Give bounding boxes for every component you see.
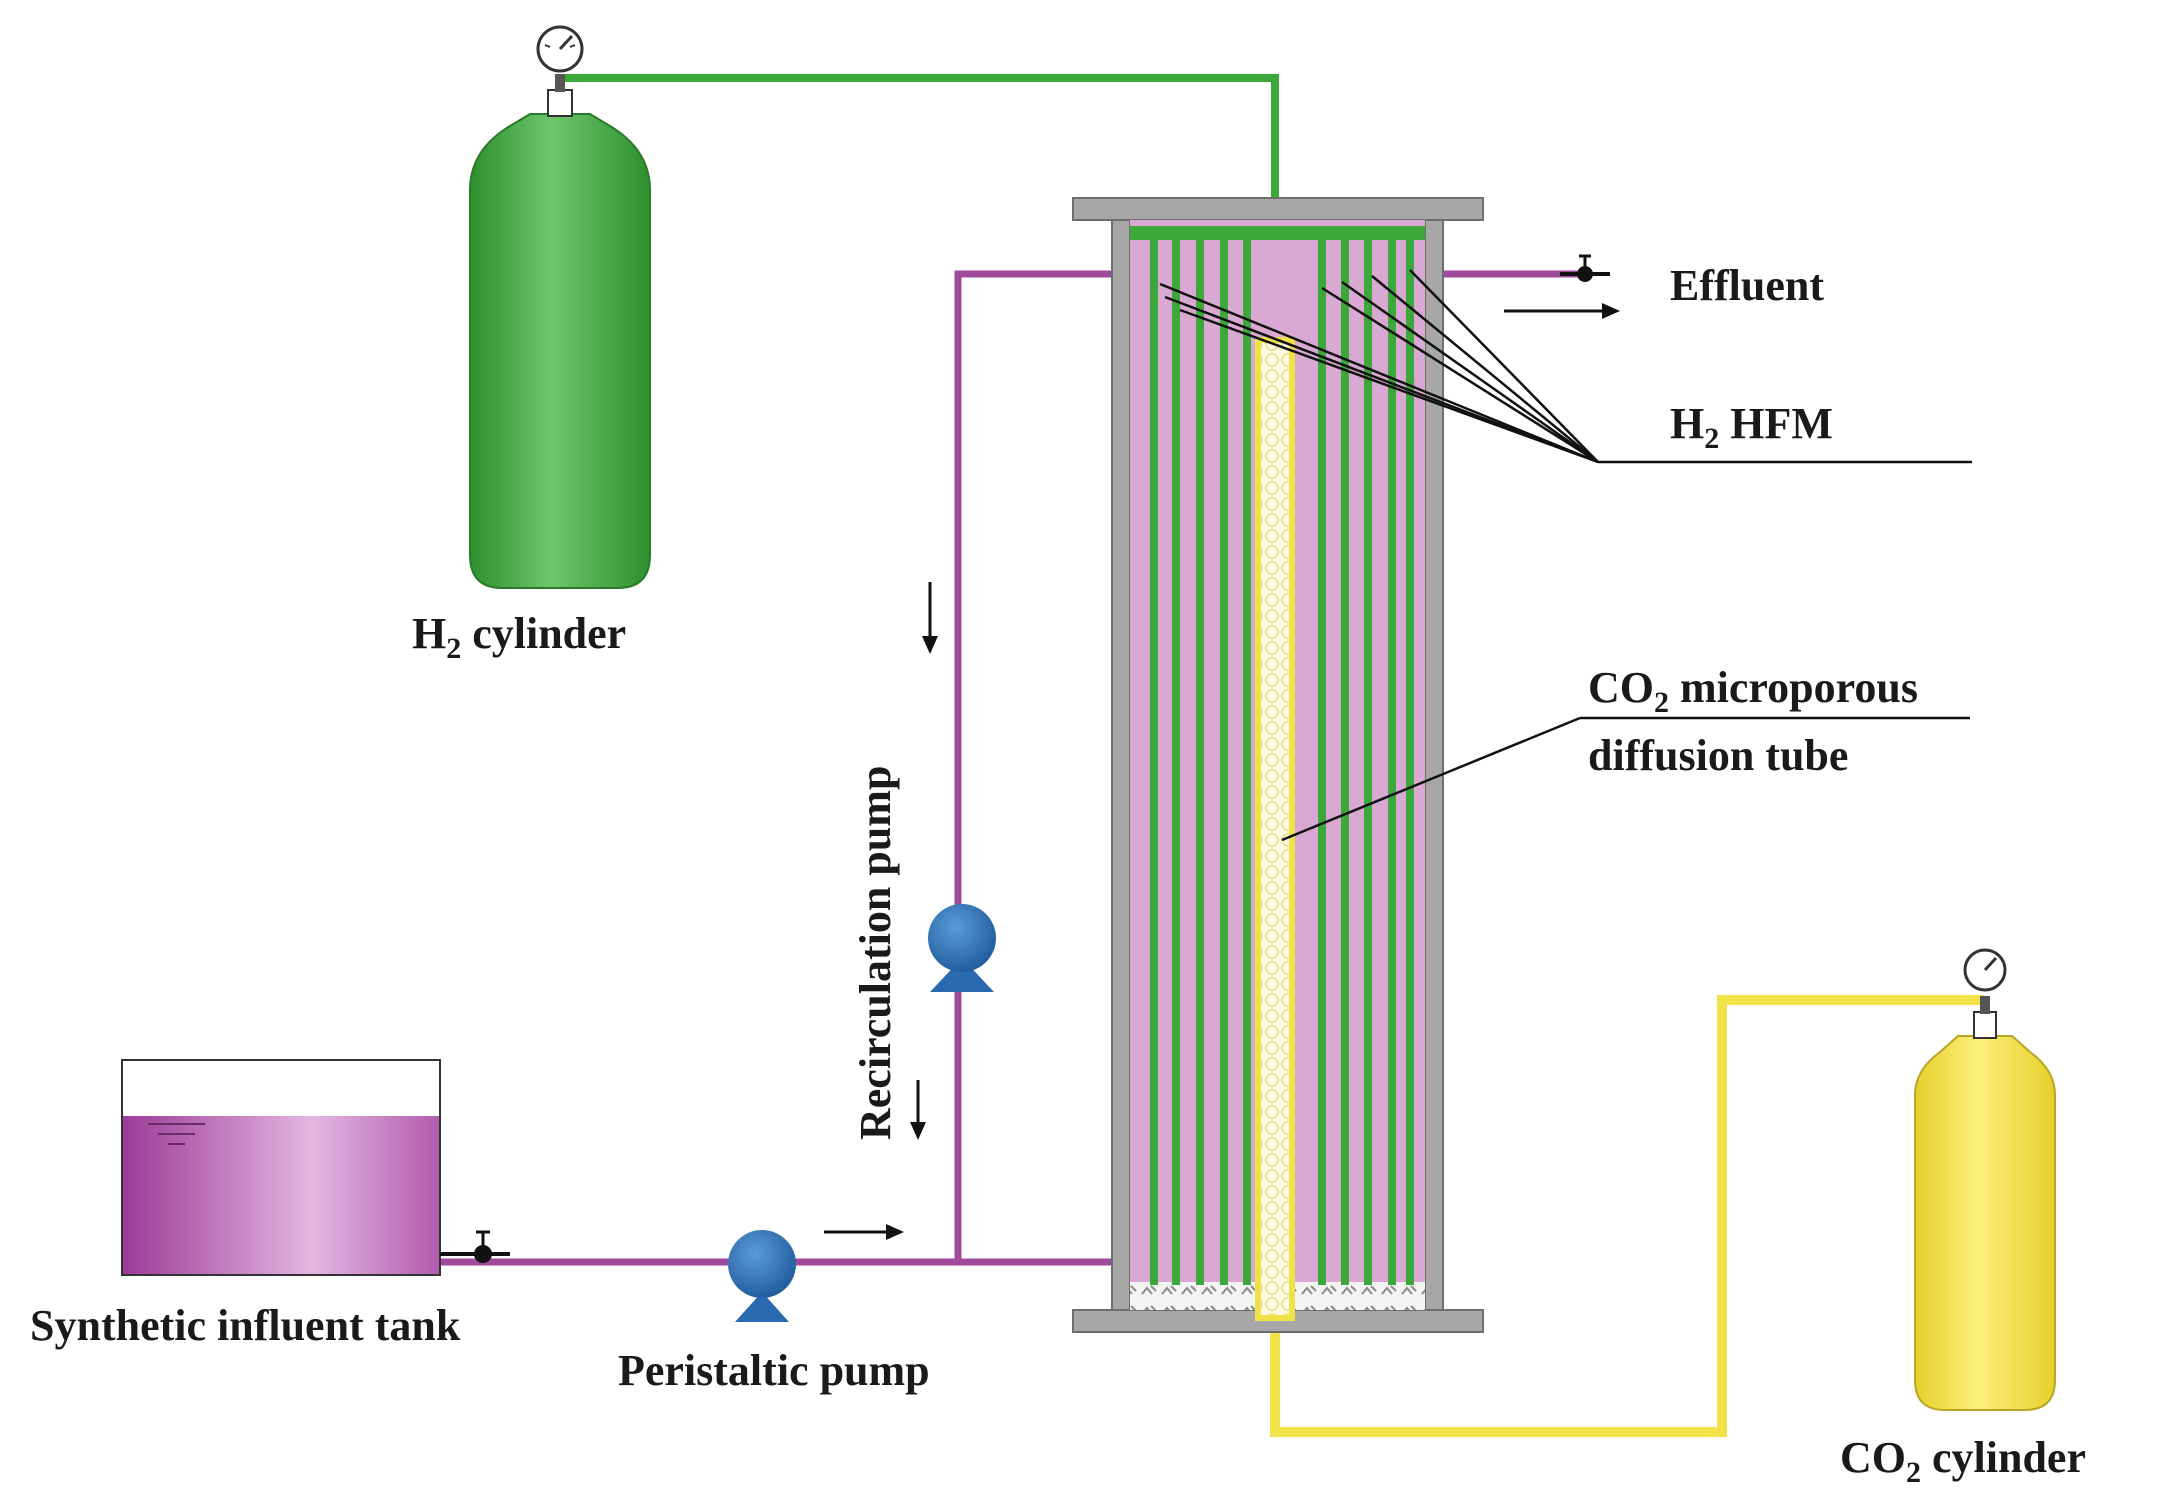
label-synthetic-tank: Synthetic influent tank xyxy=(30,1301,461,1350)
label-h2-cylinder: H2 cylinder xyxy=(412,609,626,665)
co2-gas-line xyxy=(1270,995,1985,1437)
co2-cylinder xyxy=(1914,996,2056,1411)
co2-diffusion-tube xyxy=(1255,337,1295,1321)
label-co2-tube-line2: diffusion tube xyxy=(1588,731,1848,780)
synthetic-influent-tank xyxy=(121,1059,441,1276)
label-peristaltic-pump: Peristaltic pump xyxy=(618,1346,930,1395)
label-co2-tube-line1: CO2 microporous xyxy=(1588,663,1918,719)
h2-pressure-gauge-icon xyxy=(536,25,584,73)
h2-gas-line xyxy=(560,74,1279,236)
hollow-fiber-reactor xyxy=(1072,197,1484,1333)
reactor-wall-left xyxy=(1111,219,1131,1311)
flow-arrow-icon xyxy=(824,303,1620,1240)
recirculation-pump-icon xyxy=(928,904,996,992)
hfm-leader-lines xyxy=(1159,269,1972,464)
h2-hollow-fibers xyxy=(1150,240,1414,1285)
gas-manifold xyxy=(1130,226,1425,240)
label-co2-cylinder: CO2 cylinder xyxy=(1840,1433,2086,1489)
h2-cylinder xyxy=(469,74,651,589)
label-h2-hfm: H2 HFM xyxy=(1670,399,1833,455)
reactor-wall-right xyxy=(1424,219,1444,1311)
peristaltic-pump-icon xyxy=(728,1230,796,1322)
tank-valve-icon xyxy=(440,1230,510,1263)
label-recirculation-pump: Recirculation pump xyxy=(851,766,900,1140)
reactor-top-cap xyxy=(1072,197,1484,221)
co2-pressure-gauge-icon xyxy=(1963,948,2007,992)
tube-leader-line xyxy=(1281,716,1970,842)
effluent-valve-icon xyxy=(1560,254,1610,282)
label-effluent: Effluent xyxy=(1670,261,1824,310)
